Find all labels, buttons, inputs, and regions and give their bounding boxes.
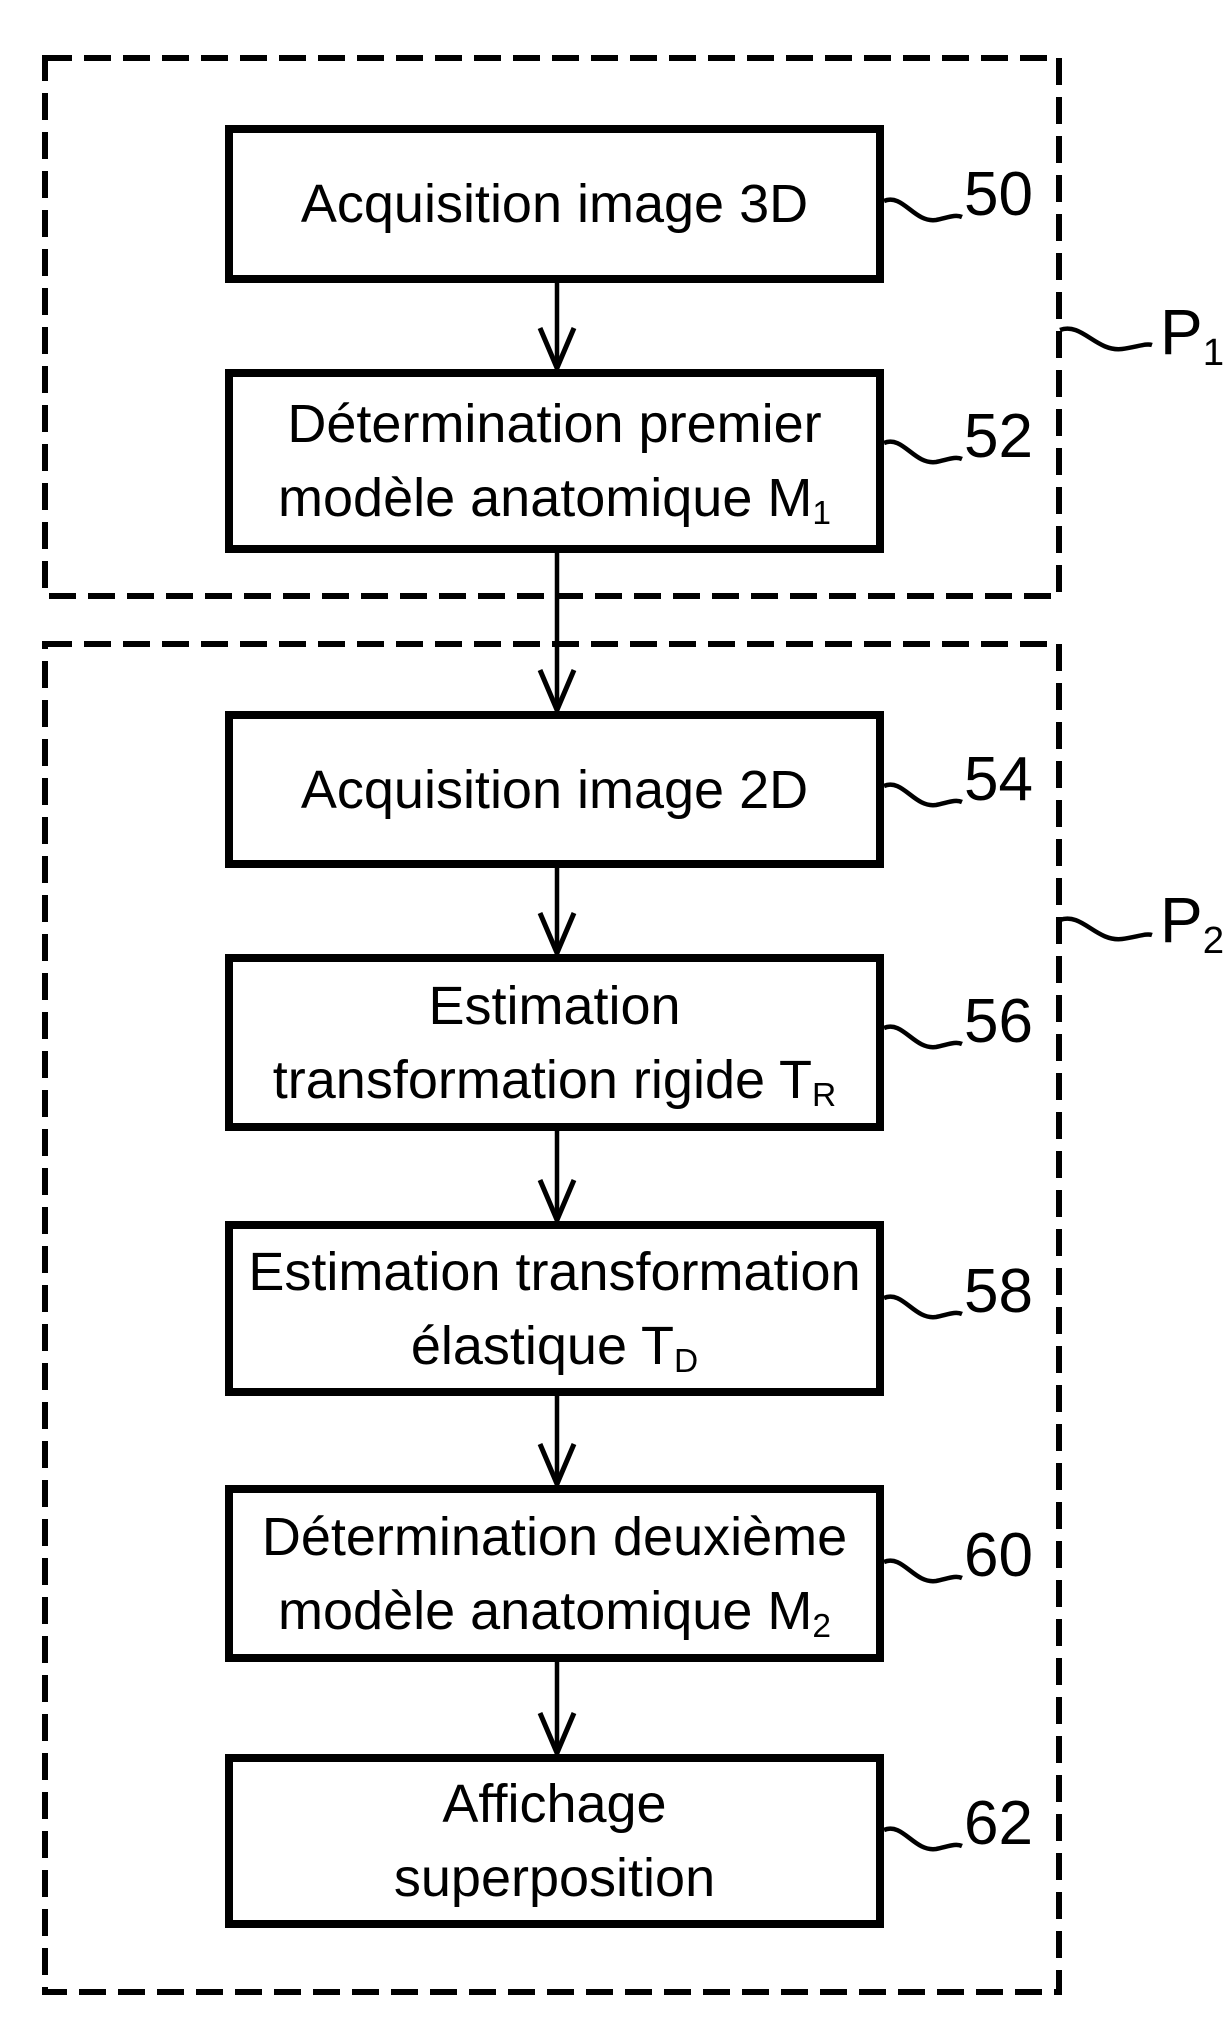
box-text: Estimation [428,975,681,1036]
box-text-line: Détermination deuxième [262,1500,847,1574]
leader-line-60 [883,1558,963,1584]
arrow-down-52-54 [537,553,577,717]
flow-box-58: Estimation transformation élastique TD [225,1221,884,1396]
box-text-line: Acquisition image 3D [301,167,808,241]
box-text: transformation rigide T [272,1049,813,1110]
group-label-subscript: 2 [1202,918,1225,962]
leader-line-54 [883,782,963,808]
arrow-down-58-60 [537,1396,577,1491]
box-text-line: modèle anatomique M1 [278,461,831,535]
ref-label-54: 54 [964,745,1033,814]
ref-label-62: 62 [964,1789,1033,1858]
box-text-subscript: R [812,1076,837,1114]
box-text: Acquisition image 3D [300,174,809,234]
box-text-line: Affichage [442,1767,666,1841]
arrow-down-60-62 [537,1662,577,1760]
box-text: élastique T [410,1315,674,1376]
group-label-text: P [1160,296,1203,368]
group-label-p1: P1 [1160,300,1224,371]
box-text: superposition [393,1848,716,1908]
flow-box-60: Détermination deuxième modèle anatomique… [225,1485,884,1662]
leader-line-52 [883,439,963,465]
ref-label-50: 50 [964,160,1033,229]
box-text-line: modèle anatomique M2 [278,1574,831,1648]
flow-box-50: Acquisition image 3D [225,125,884,283]
arrow-down-56-58 [537,1131,577,1227]
box-text: Détermination premier [287,394,822,454]
box-text-line: superposition [394,1841,715,1915]
box-text: modèle anatomique M [278,468,813,528]
flow-box-56: Estimation transformation rigide TR [225,954,884,1131]
box-text-line: Acquisition image 2D [301,753,808,827]
box-text-line: élastique TD [411,1309,698,1383]
leader-line-56 [883,1024,963,1050]
group-label-subscript: 1 [1202,330,1225,374]
flow-box-52: Détermination premier modèle anatomique … [225,369,884,553]
group-p1-dashed-border [42,55,1062,599]
box-text: Acquisition image 2D [300,759,809,820]
ref-label-60: 60 [964,1521,1033,1590]
box-text-subscript: 2 [812,1607,831,1645]
leader-line-50 [883,197,963,223]
ref-label-58: 58 [964,1257,1033,1326]
arrow-down-54-56 [537,868,577,960]
flow-box-54: Acquisition image 2D [225,711,884,868]
box-text-line: transformation rigide TR [273,1043,836,1117]
leader-line-p1 [1059,326,1153,352]
leader-line-62 [883,1826,963,1852]
box-text-line: Détermination premier [287,387,821,461]
arrow-down-50-52 [537,283,577,375]
group-p2-dashed-border [42,641,1062,1995]
box-text: Affichage [442,1774,667,1834]
box-text-subscript: 1 [812,495,831,533]
ref-label-52: 52 [964,402,1033,471]
box-text-subscript: D [674,1342,699,1380]
leader-line-p2 [1059,916,1153,942]
group-label-p2: P2 [1160,888,1224,959]
group-label-text: P [1160,884,1203,956]
leader-line-58 [883,1294,963,1320]
box-text: Estimation transformation [248,1241,861,1302]
flow-box-62: Affichage superposition [225,1754,884,1928]
box-text-line: Estimation transformation [248,1235,860,1309]
box-text-line: Estimation [428,969,680,1043]
box-text: modèle anatomique M [278,1580,813,1641]
box-text: Détermination deuxième [261,1506,848,1567]
ref-label-56: 56 [964,987,1033,1056]
